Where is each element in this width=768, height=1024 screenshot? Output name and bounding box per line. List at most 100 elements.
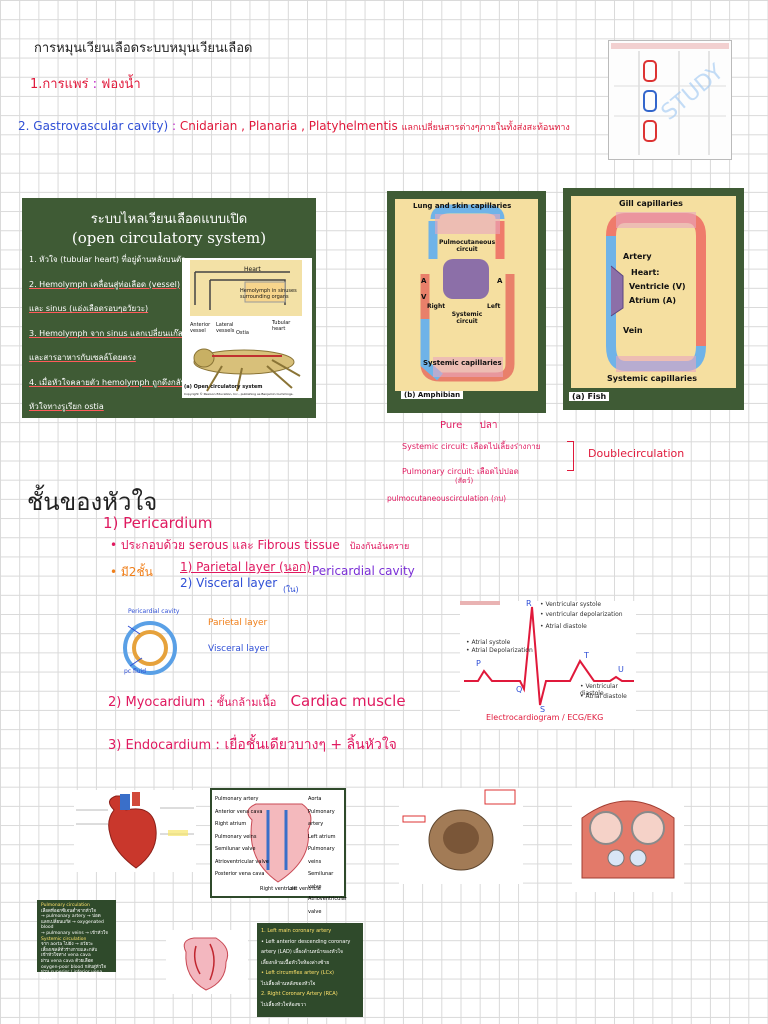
label: Anterior vena cava — [215, 808, 263, 815]
myocardium-desc: : ชั้นกล้ามเนื้อ — [209, 696, 277, 709]
heart-labels-left: Pulmonary artery Anterior vena cava Righ… — [215, 793, 269, 881]
heart-chambers-thumb: Pulmonary artery Anterior vena cava Righ… — [210, 788, 347, 915]
double-bracket — [567, 441, 574, 471]
endocardium-line: 3) Endocardium : เยื่อชั้นเดียวบางๆ + ลิ… — [108, 734, 397, 756]
ecg-caption: Electrocardiogram / ECG/EKG — [486, 713, 604, 722]
parietal-layer: 1) Parietal layer (นอก) — [180, 560, 311, 574]
note-line: ไปเลี้ยงหัวใจห้องขวา — [261, 1001, 307, 1008]
amph-a-right: A — [497, 277, 503, 285]
fish-caption: (a) Fish — [569, 392, 610, 401]
page-title: การหมุนเวียนเลือดระบบหมุนเวียนเลือด — [34, 41, 253, 56]
ecg-s: S — [540, 705, 546, 714]
item2: 2. Gastrovascular cavity) : Cnidarian , … — [18, 119, 570, 134]
open-circulatory-panel: ระบบไหลเวียนเลือดแบบเปิด (open circulato… — [22, 198, 316, 418]
pure-label: Pure — [440, 420, 463, 431]
list-item: 1. หัวใจ (tubular heart) ที่อยู่ด้านหลัง… — [29, 255, 186, 264]
pericardium-heading: 1) Pericardium — [103, 514, 213, 532]
ecg-panel: R P Q S T U • Ventricular systole • vent… — [460, 599, 636, 729]
layers-heading: ชั้นของหัวใจ — [27, 488, 158, 516]
note-line: เลือดที่ออกซิเจนต่ำจากหัวใจ — [41, 908, 96, 914]
open-circ-title-th: ระบบไหลเวียนเลือดแบบเปิด — [90, 212, 248, 227]
amph-mid-label: Pulmocutaneous circuit — [439, 239, 496, 253]
fish-bottom-label: Systemic capillaries — [607, 374, 697, 383]
amph-bottom-label: Systemic capillaries — [423, 359, 502, 367]
fish-top-label: Gill capillaries — [619, 199, 683, 208]
ecg-note-7: • Atrial diastole — [580, 693, 627, 700]
diag-cavity-label: Pericardial cavity — [128, 608, 180, 615]
pericardium-desc-a2: ป้องกันอันตราย — [349, 542, 410, 552]
item1: 1.การแพร่ : ฟองน้ำ — [30, 73, 141, 94]
pulmonary-note: Pulmonary circuit: เลือดไปปอด — [402, 467, 519, 476]
amph-right: Right — [427, 303, 446, 310]
coronary-heart-icon — [183, 937, 229, 991]
myocardium-line: 2) Myocardium : ชั้นกล้ามเนื้อ Cardiac m… — [108, 692, 406, 711]
amph-caption: (b) Amphibian — [401, 391, 464, 399]
pericardium-desc: • ประกอบด้วย serous และ Fibrous tissue ป… — [110, 536, 409, 555]
heart-schematic — [194, 271, 290, 310]
visceral-layer: 2) Visceral layer — [180, 576, 278, 590]
fish-panel: Gill capillaries Artery Heart: Ventricle… — [563, 188, 744, 410]
anterior-label: Anterior vessel — [190, 322, 211, 334]
note-line: แลกเปลี่ยนแก๊ส → oxygenated blood — [41, 919, 104, 931]
heart-anatomy-thumb-1 — [74, 790, 196, 872]
double-circulation: Doublecirculation — [588, 447, 685, 460]
list-item: หัวใจทางรูเรียก ostia — [29, 402, 104, 411]
ecg-note-1: • Ventricular systole — [540, 601, 602, 608]
amph-left: Left — [487, 303, 501, 310]
list-item: 2. Hemolymph เคลื่อนสู่ท่อเลือด (vessel) — [29, 279, 181, 289]
note-line: → pulmonary artery → ปอด — [41, 914, 101, 920]
label: Atrioventricular valve — [215, 858, 269, 865]
note-line: ไปเลี้ยงด้านหลังของหัวใจ — [261, 980, 316, 987]
label: Semilunar valve — [308, 871, 334, 890]
label: Pulmonary veins — [215, 833, 257, 840]
visceral-note: (ใน) — [283, 585, 299, 594]
coronary-notes-box: 1. Left main coronary artery • Left ante… — [257, 923, 363, 1017]
ecg-note-5: • Atrial Depolarization — [466, 647, 533, 654]
heart-interior-thumb — [399, 788, 523, 884]
label: Pulmonary artery — [308, 808, 335, 828]
item1-colon: : — [92, 77, 98, 92]
label: Atrioventricular valve — [308, 896, 347, 915]
ecg-note-4: • Atrial systole — [466, 639, 511, 646]
amphibian-circulation-diagram — [420, 204, 515, 382]
fish-heart-label: Heart: — [631, 268, 660, 277]
pericardial-cavity-note: Pericardial cavity — [312, 564, 415, 578]
fish-atrium-label: Atrium (A) — [629, 296, 677, 305]
note-line: • Left circumflex artery (LCx) — [261, 970, 334, 976]
note-line: ผ่าน superior / inferior vena cava — [41, 970, 103, 981]
reference-thumbnail: STUDY — [608, 40, 732, 160]
item2-colon: : — [171, 119, 176, 133]
heart-valves-icon — [581, 800, 675, 879]
item1-label: การแพร่ — [42, 77, 89, 92]
label: Left atrium — [308, 833, 336, 840]
item1-value: ฟองน้ำ — [101, 77, 141, 92]
fish-figure: Gill capillaries Artery Heart: Ventricle… — [571, 196, 736, 388]
diag-visceral-label: Visceral layer — [208, 644, 269, 654]
heart-labels-right: Aorta Pulmonary artery Left atrium Pulmo… — [308, 793, 347, 918]
open-circ-caption: (a) Open circulatory system — [184, 384, 263, 390]
pure-note: Pure ปลา — [440, 418, 498, 433]
sub-note: (สัตว์) — [455, 477, 474, 485]
myocardium-muscle: Cardiac muscle — [290, 692, 406, 710]
note-line: Systemic circulation — [41, 936, 87, 942]
note-line: 2. Right Coronary Artery (RCA) — [261, 991, 338, 997]
ecg-note-6: • Ventricular diastole — [580, 683, 618, 697]
open-circ-copyright: Copyright © Pearson Education, Inc., pub… — [184, 392, 294, 396]
amph-top-label: Lung and skin capillaries — [413, 202, 512, 210]
fish-ventricle-label: Ventricle (V) — [629, 282, 686, 291]
open-circ-list: 1. หัวใจ (tubular heart) ที่อยู่ด้านหลัง… — [29, 248, 219, 418]
heart-valves-thumb — [572, 788, 684, 892]
heart-label: Heart — [244, 266, 261, 273]
item1-num: 1. — [30, 77, 43, 92]
note-line: เลี้ยงกล้ามเนื้อหัวใจห้องล่างซ้าย — [261, 959, 330, 966]
note-line: • Left anterior descending coronary — [261, 938, 351, 945]
note-line: artery (LAD) เลี้ยงด้านหน้าของหัวใจ — [261, 949, 343, 955]
heart-interior-icon — [402, 789, 516, 871]
rv-label: Right ventricle — [260, 886, 297, 892]
note-line: จาก aorta ไปยัง → อวัยวะ — [41, 942, 94, 948]
note-line: เลี้ยงเซลล์ทั่วร่างกายและกลับ — [41, 947, 98, 953]
open-circ-title-en: (open circulatory system) — [71, 229, 267, 247]
note-line: เข้าหัวใจทาง vena cava — [41, 953, 91, 959]
lateral-label: Lateral vessels — [216, 322, 235, 334]
list-item: และสารอาหารกับเซลล์โดยตรง — [29, 353, 136, 362]
